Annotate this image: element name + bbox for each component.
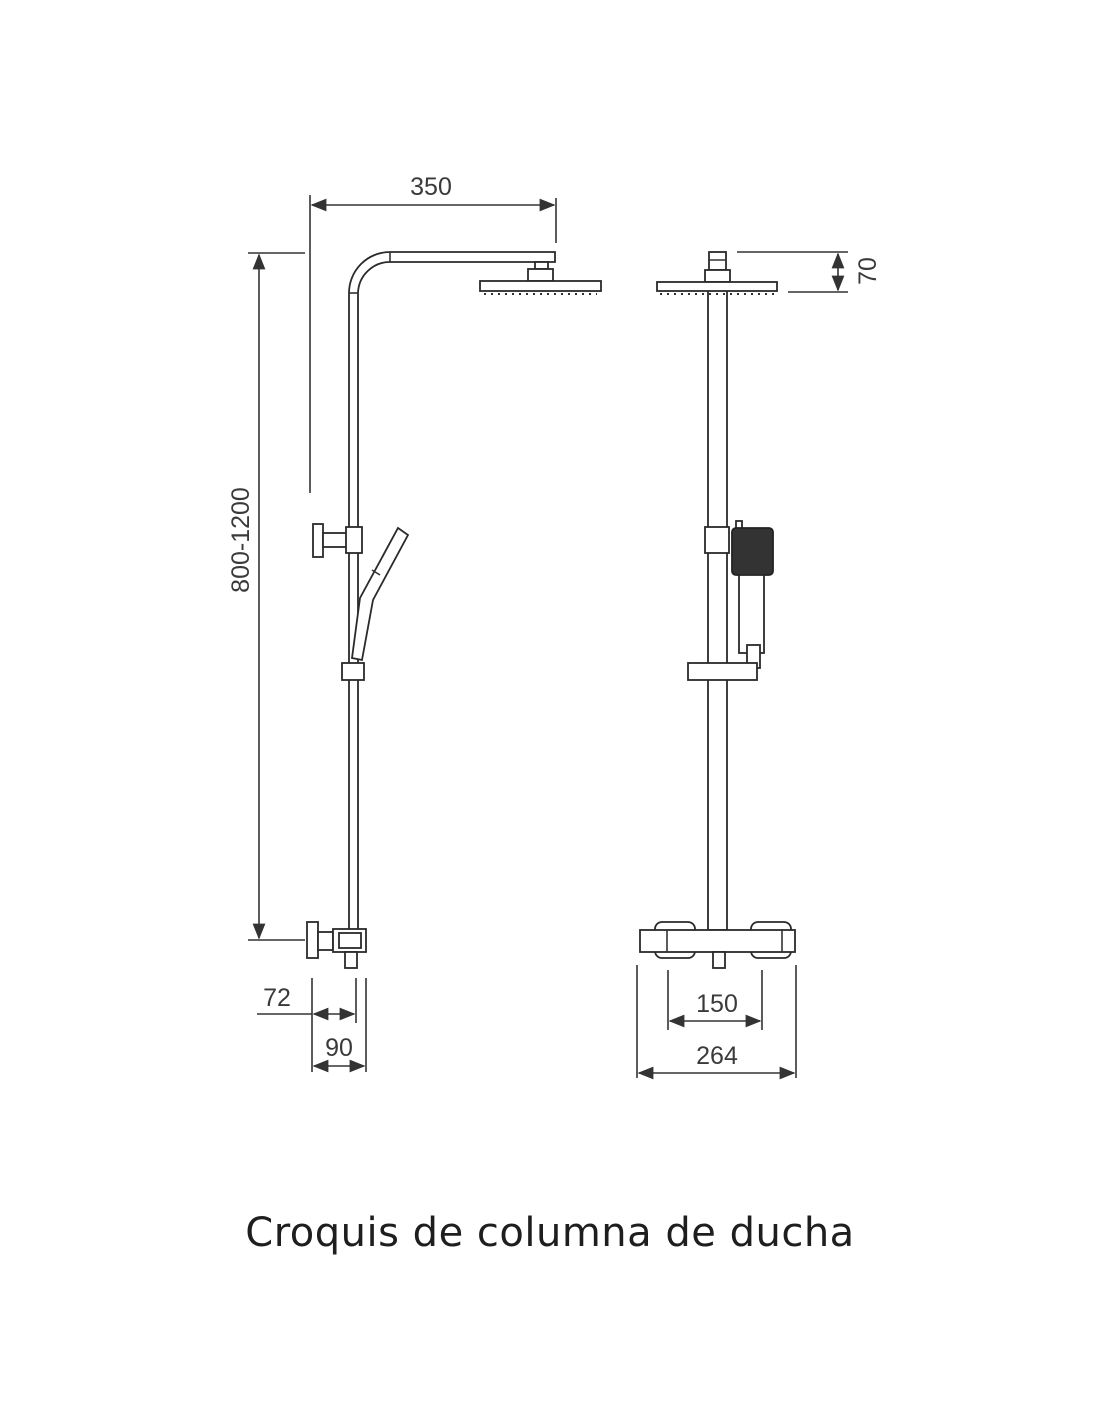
dimension-90: 90 <box>312 978 367 1073</box>
dimension-350: 350 <box>309 173 557 493</box>
dim-label-height: 800-1200 <box>227 487 255 593</box>
dimension-72: 72 <box>257 978 357 1072</box>
front-view: 70 150 264 <box>636 251 882 1080</box>
wall-connector <box>306 921 367 969</box>
dim-label-350: 350 <box>410 173 452 201</box>
dimension-height: 800-1200 <box>227 252 305 941</box>
diverter-valve <box>312 523 363 558</box>
dim-label-150: 150 <box>696 990 738 1018</box>
diverter-collar-front <box>704 526 730 554</box>
dim-label-72: 72 <box>263 984 291 1012</box>
riser-pipe <box>348 251 556 931</box>
riser-pipe-front <box>707 289 728 931</box>
side-view: 350 800-1200 <box>227 173 602 1073</box>
dimension-150: 150 <box>667 970 763 1030</box>
soap-tray <box>687 662 758 681</box>
dim-label-70: 70 <box>854 257 882 285</box>
hand-shower-front <box>731 520 774 669</box>
caption: Croquis de columna de ducha <box>245 1210 855 1256</box>
thermostatic-mixer <box>639 921 796 969</box>
dimension-70: 70 <box>737 251 882 293</box>
slider-bracket <box>341 662 365 681</box>
hand-shower <box>350 526 410 662</box>
dim-label-264: 264 <box>696 1042 738 1070</box>
rain-shower-head <box>479 261 602 295</box>
dimension-264: 264 <box>636 965 797 1080</box>
rain-shower-head-front <box>656 251 778 295</box>
dim-label-90: 90 <box>325 1034 353 1062</box>
